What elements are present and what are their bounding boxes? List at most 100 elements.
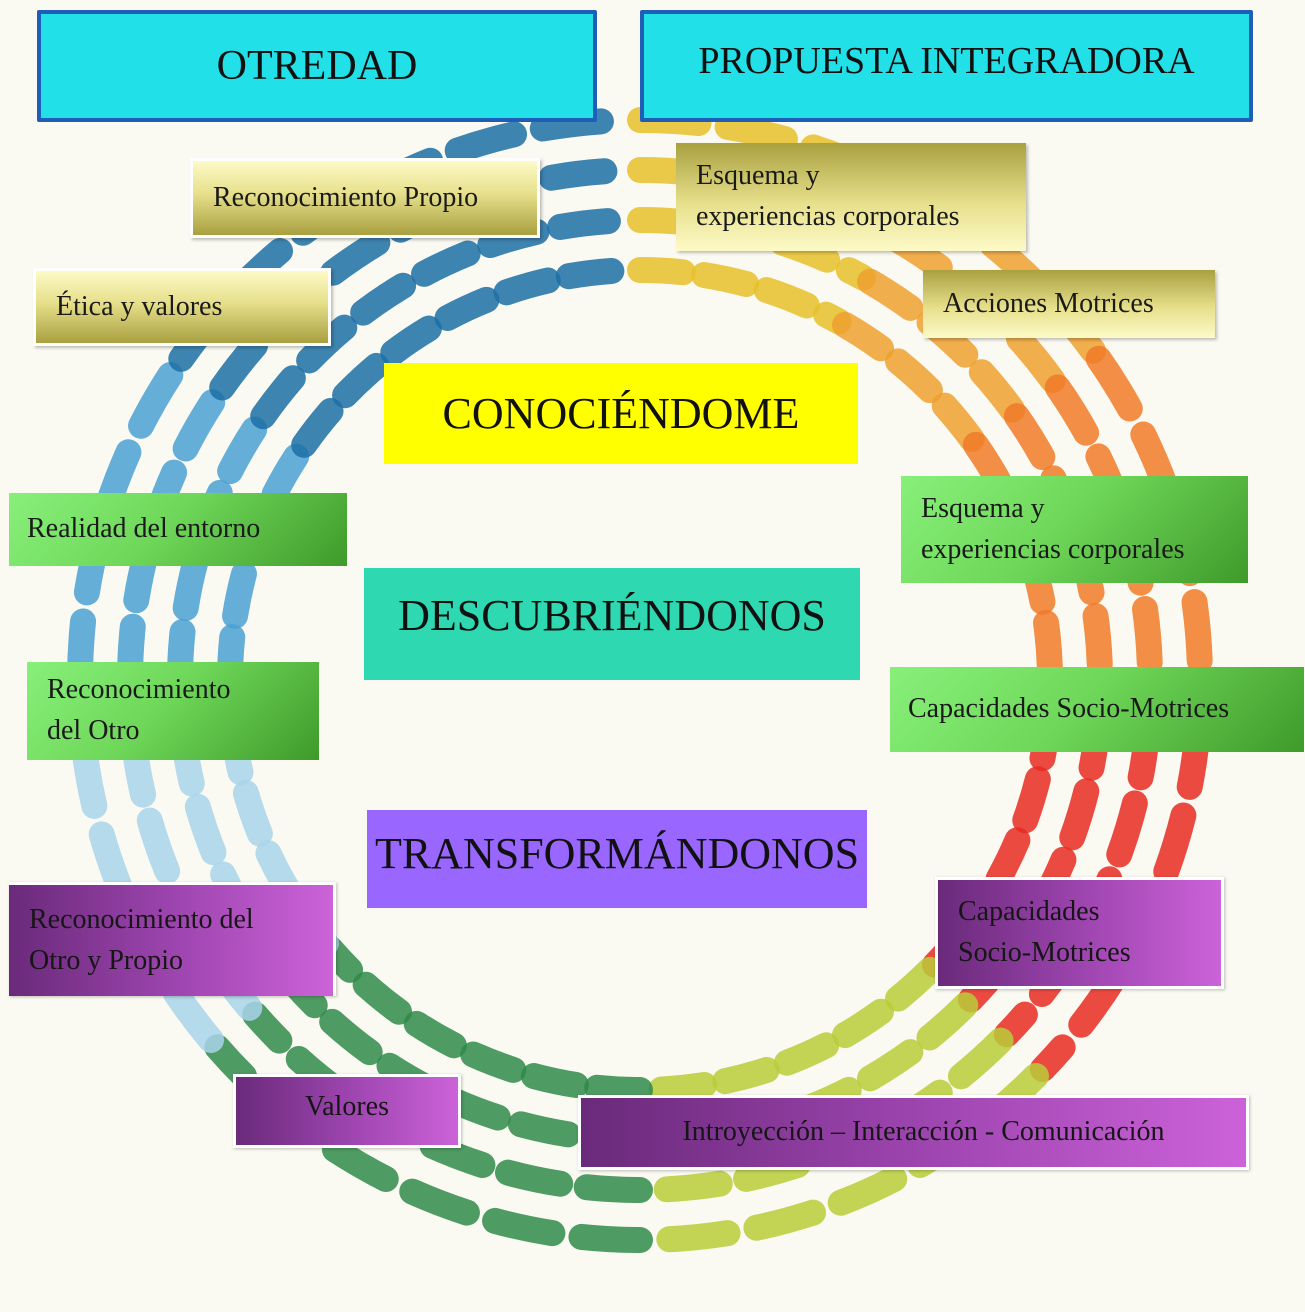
box-acciones-motrices: Acciones Motrices [923,270,1215,338]
box-descubriendonos: DESCUBRIÉNDONOS [364,568,860,680]
ring-dash [529,108,614,142]
label-descubriendonos: DESCUBRIÉNDONOS [398,591,826,640]
label-esquema-mid-2: experiencias corporales [921,533,1185,565]
ring-dash [1012,766,1051,834]
ring-dash [714,113,798,153]
box-etica-valores: Ética y valores [33,268,331,346]
ring-dash [444,121,528,164]
ring-dash [1044,374,1100,446]
ring-dash [568,1223,653,1253]
ring-dash [947,1027,1014,1090]
label-capacidades-socio-motrices: Capacidades Socio-Motrices [908,693,1230,725]
ring-dash [1029,1034,1076,1083]
label-esquema-mid-1: Esquema y [921,492,1045,524]
ring-dash [885,956,943,1012]
ring-dash [482,1207,566,1247]
ring-dash [217,416,268,485]
ring-dash [1085,345,1143,422]
ring-dash [885,348,943,404]
ring-dash [555,257,625,290]
ring-dash [209,332,269,401]
ring-dash [332,352,390,409]
ring-dash [1003,403,1056,470]
ring-dash [1106,790,1148,868]
ring-dash [232,780,273,847]
label-reconocimiento-otro-propio-1: Reconocimiento del [29,903,254,935]
label-transformandonos: TRANSFORMÁNDONOS [374,829,860,878]
ring-dash [1006,325,1066,394]
ring-dash [1153,802,1197,885]
ring-dash [172,389,226,462]
ring-dash [507,1111,582,1148]
ring-dash [291,398,344,458]
box-conociendome: CONOCIÉNDOME [384,363,858,464]
ring-dash [352,971,413,1025]
ring-dash [832,311,894,362]
label-reconocimiento-propio: Reconocimiento Propio [213,181,479,213]
ring-dash [573,1174,653,1204]
ring-dash [743,1199,827,1241]
ring-dash [1082,602,1113,677]
ring-dash [222,560,257,629]
ring-dash [656,1220,741,1253]
ring-dash [547,208,621,240]
ring-dash [1033,609,1063,679]
ring-dash [653,1170,733,1203]
ring-dash [434,286,500,331]
ring-dash [493,267,561,306]
box-capacidades-socio-motrices-2: Capacidades Socio-Motrices [935,877,1224,989]
ring-dash [691,262,760,297]
ring-dash [320,229,391,286]
label-reconocimiento-otro-propio-2: Otro y Propio [29,944,183,976]
ring-dash [827,1165,908,1216]
ring-dash [538,158,618,191]
box-capacidades-socio-motrices: Capacidades Socio-Motrices [890,667,1304,752]
ring-dash [242,1001,293,1054]
header-otredad-text: OTREDAD [216,42,418,89]
ring-dash [584,1074,653,1103]
box-esquema-mid: Esquema y experiencias corporales [901,476,1248,583]
label-acciones-motrices: Acciones Motrices [943,287,1154,319]
label-esquema-top-2: experiencias corporales [696,201,960,232]
ring-dash [520,1063,589,1098]
header-otredad: OTREDAD [37,10,597,122]
ring-dash [1059,778,1100,851]
ring-dash [250,365,306,430]
box-realidad-entorno: Realidad del entorno [9,493,347,566]
box-reconocimiento-propio: Reconocimiento Propio [190,158,540,238]
ring-dash [204,1034,258,1089]
ring-dash [985,827,1031,892]
box-reconocimiento-otro: Reconocimiento del Otro [27,662,319,760]
label-conociendome: CONOCIÉNDOME [442,388,800,438]
ring-dash [128,362,184,439]
ring-dash [322,1136,399,1192]
ring-dash [857,1039,924,1092]
label-realidad-entorno: Realidad del entorno [27,513,261,545]
ring-dash [627,257,696,286]
ring-dash [1181,589,1213,674]
ring-dash [261,443,310,507]
ring-dash [916,992,979,1051]
ring-dash [968,359,1026,423]
ring-dash [380,315,442,366]
box-introyeccion: Introyección – Interacción - Comunicació… [578,1095,1249,1170]
label-etica-valores: Ética y valores [56,290,223,322]
ring-dash [399,1178,480,1226]
header-propuesta-integradora: PROPUESTA INTEGRADORA [640,10,1253,122]
label-capacidades-2-line2: Socio-Motrices [958,937,1131,968]
ring-dash [931,392,985,453]
label-capacidades-2-line1: Capacidades [958,896,1100,928]
ring-dash [495,1159,574,1197]
ring-dash [350,272,417,326]
ring-dash [1132,596,1163,676]
ring-dash [172,547,209,622]
ring-dash [857,268,924,321]
ring-dash [648,1071,718,1103]
ring-dash [184,793,227,866]
ring-dash [832,998,894,1049]
box-transformandonos: TRANSFORMÁNDONOS [367,810,867,908]
ring-dash [712,1056,780,1095]
label-reconocimiento-otro-2: del Otro [47,715,140,746]
ring-dash [460,1041,527,1083]
header-propuesta-text: PROPUESTA INTEGRADORA [698,40,1195,82]
